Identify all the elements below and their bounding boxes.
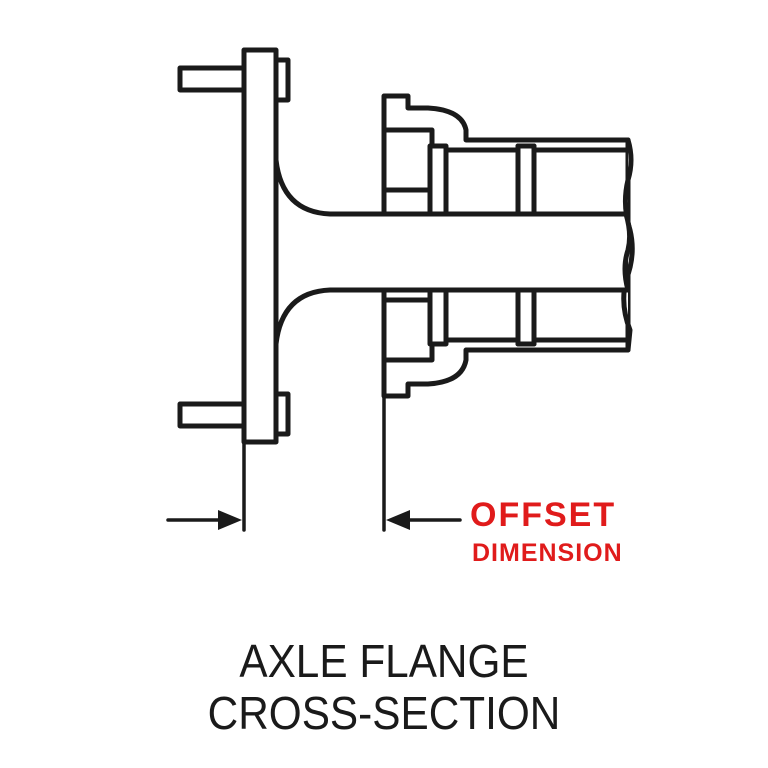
offset-dimension xyxy=(166,394,462,532)
diagram-title-line-1: AXLE FLANGE xyxy=(239,635,529,687)
arrowhead-right xyxy=(386,510,410,530)
flange-plate xyxy=(241,47,279,445)
wheel-stud-bottom xyxy=(177,391,291,437)
dimension-label: DIMENSION xyxy=(472,539,623,567)
wheel-stud-top xyxy=(177,57,291,103)
axle-shaft xyxy=(273,157,633,347)
offset-label: OFFSET xyxy=(470,496,617,534)
arrowhead-left xyxy=(218,510,242,530)
diagram-title-line-2: CROSS-SECTION xyxy=(207,687,561,739)
